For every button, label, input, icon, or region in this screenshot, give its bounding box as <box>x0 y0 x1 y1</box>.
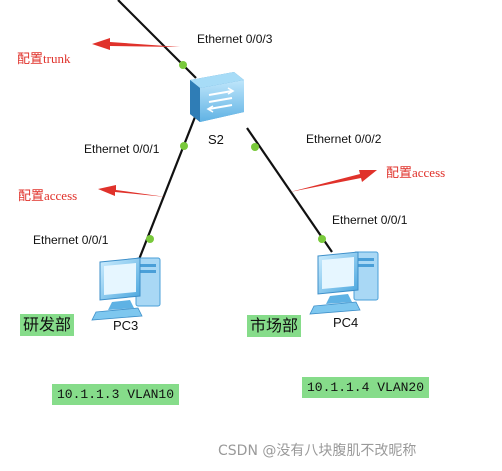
pc-name: PC4 <box>333 315 359 330</box>
port-dot-uplink <box>179 61 187 69</box>
port-label-pc4: Ethernet 0/0/1 <box>332 213 408 227</box>
network-switch-icon[interactable] <box>190 72 244 122</box>
arrow-access-left <box>98 185 166 197</box>
department-label: 市场部 <box>247 315 302 337</box>
pc-name: PC3 <box>113 318 139 333</box>
arrow-access-right <box>290 170 377 192</box>
port-dot-s2-right <box>251 143 259 151</box>
link-s2-pc4 <box>246 127 333 253</box>
annotation-access-left: 配置access <box>18 188 78 203</box>
department-label: 研发部 <box>20 314 75 336</box>
arrow-trunk <box>92 38 180 50</box>
port-dot-s2-left <box>180 142 188 150</box>
ip-vlan-label: 10.1.1.4 VLAN20 <box>302 377 430 398</box>
port-label-uplink: Ethernet 0/0/3 <box>197 32 273 46</box>
port-label-s2-left: Ethernet 0/0/1 <box>84 142 160 156</box>
watermark: CSDN @没有八块腹肌不改昵称 <box>218 443 417 459</box>
switch-name: S2 <box>208 132 224 147</box>
port-label-pc3: Ethernet 0/0/1 <box>33 233 109 247</box>
pc-icon[interactable] <box>309 251 379 315</box>
pc-icon[interactable] <box>91 257 161 321</box>
annotation-access-right: 配置access <box>386 165 446 180</box>
port-dot-pc4 <box>318 235 326 243</box>
annotation-trunk: 配置trunk <box>17 51 71 66</box>
port-dot-pc3 <box>146 235 154 243</box>
ip-vlan-label: 10.1.1.3 VLAN10 <box>52 384 180 405</box>
port-label-s2-right: Ethernet 0/0/2 <box>306 132 382 146</box>
